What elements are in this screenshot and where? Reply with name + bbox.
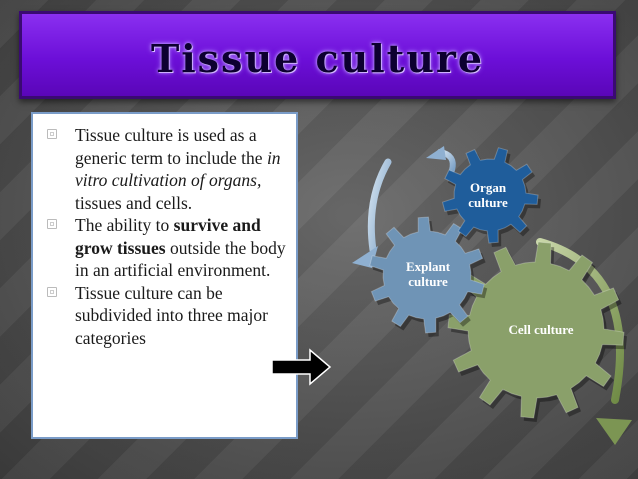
square-bullet-icon [47,219,57,229]
gear-cell-culture [447,241,627,422]
gear-explant-label-line2: culture [408,274,448,289]
curved-arrow-left [367,158,392,254]
slide-title: Tissue culture [150,36,485,81]
bullet-text: Tissue culture is used as a generic term… [75,125,267,168]
bullet-text: tissues and cells. [75,192,193,213]
bullet-item: Tissue culture can be subdivided into th… [43,282,290,350]
curved-arrow-top-head [426,146,446,160]
square-bullet-icon [47,129,57,139]
bullet-text: outside the body in an artificial enviro… [75,237,286,281]
bullet-list: Tissue culture is used as a generic term… [33,114,296,349]
gear-cell-label: Cell culture [508,322,574,337]
gear-organ-culture [441,147,541,247]
gear-explant-culture [369,216,488,337]
gear-organ-label-line2: culture [468,195,508,210]
bullet-item: Tissue culture is used as a generic term… [43,124,290,214]
right-arrow-icon [271,348,332,386]
bullet-item: The ability to survive and grow tissues … [43,214,290,282]
text-box: Tissue culture is used as a generic term… [31,112,298,439]
gear-body [369,216,485,334]
gear-organ-label-line1: Organ [469,180,507,195]
gear-body [447,241,625,419]
gear-body [441,147,539,244]
gear-explant-label-line1: Explant [405,259,451,274]
title-banner: Tissue culture [19,11,616,99]
bullet-text: The ability to [75,215,174,235]
gear-organ-label: Organ culture [452,180,524,210]
bullet-text: survive and grow tissues [75,215,261,258]
bullet-text: Tissue culture can be subdivided into th… [75,282,268,348]
square-bullet-icon [47,286,57,297]
curved-arrow-right-head [596,418,632,445]
bullet-text: in vitro cultivation of organs, [75,147,281,191]
gear-explant-label: Explant culture [392,259,464,289]
